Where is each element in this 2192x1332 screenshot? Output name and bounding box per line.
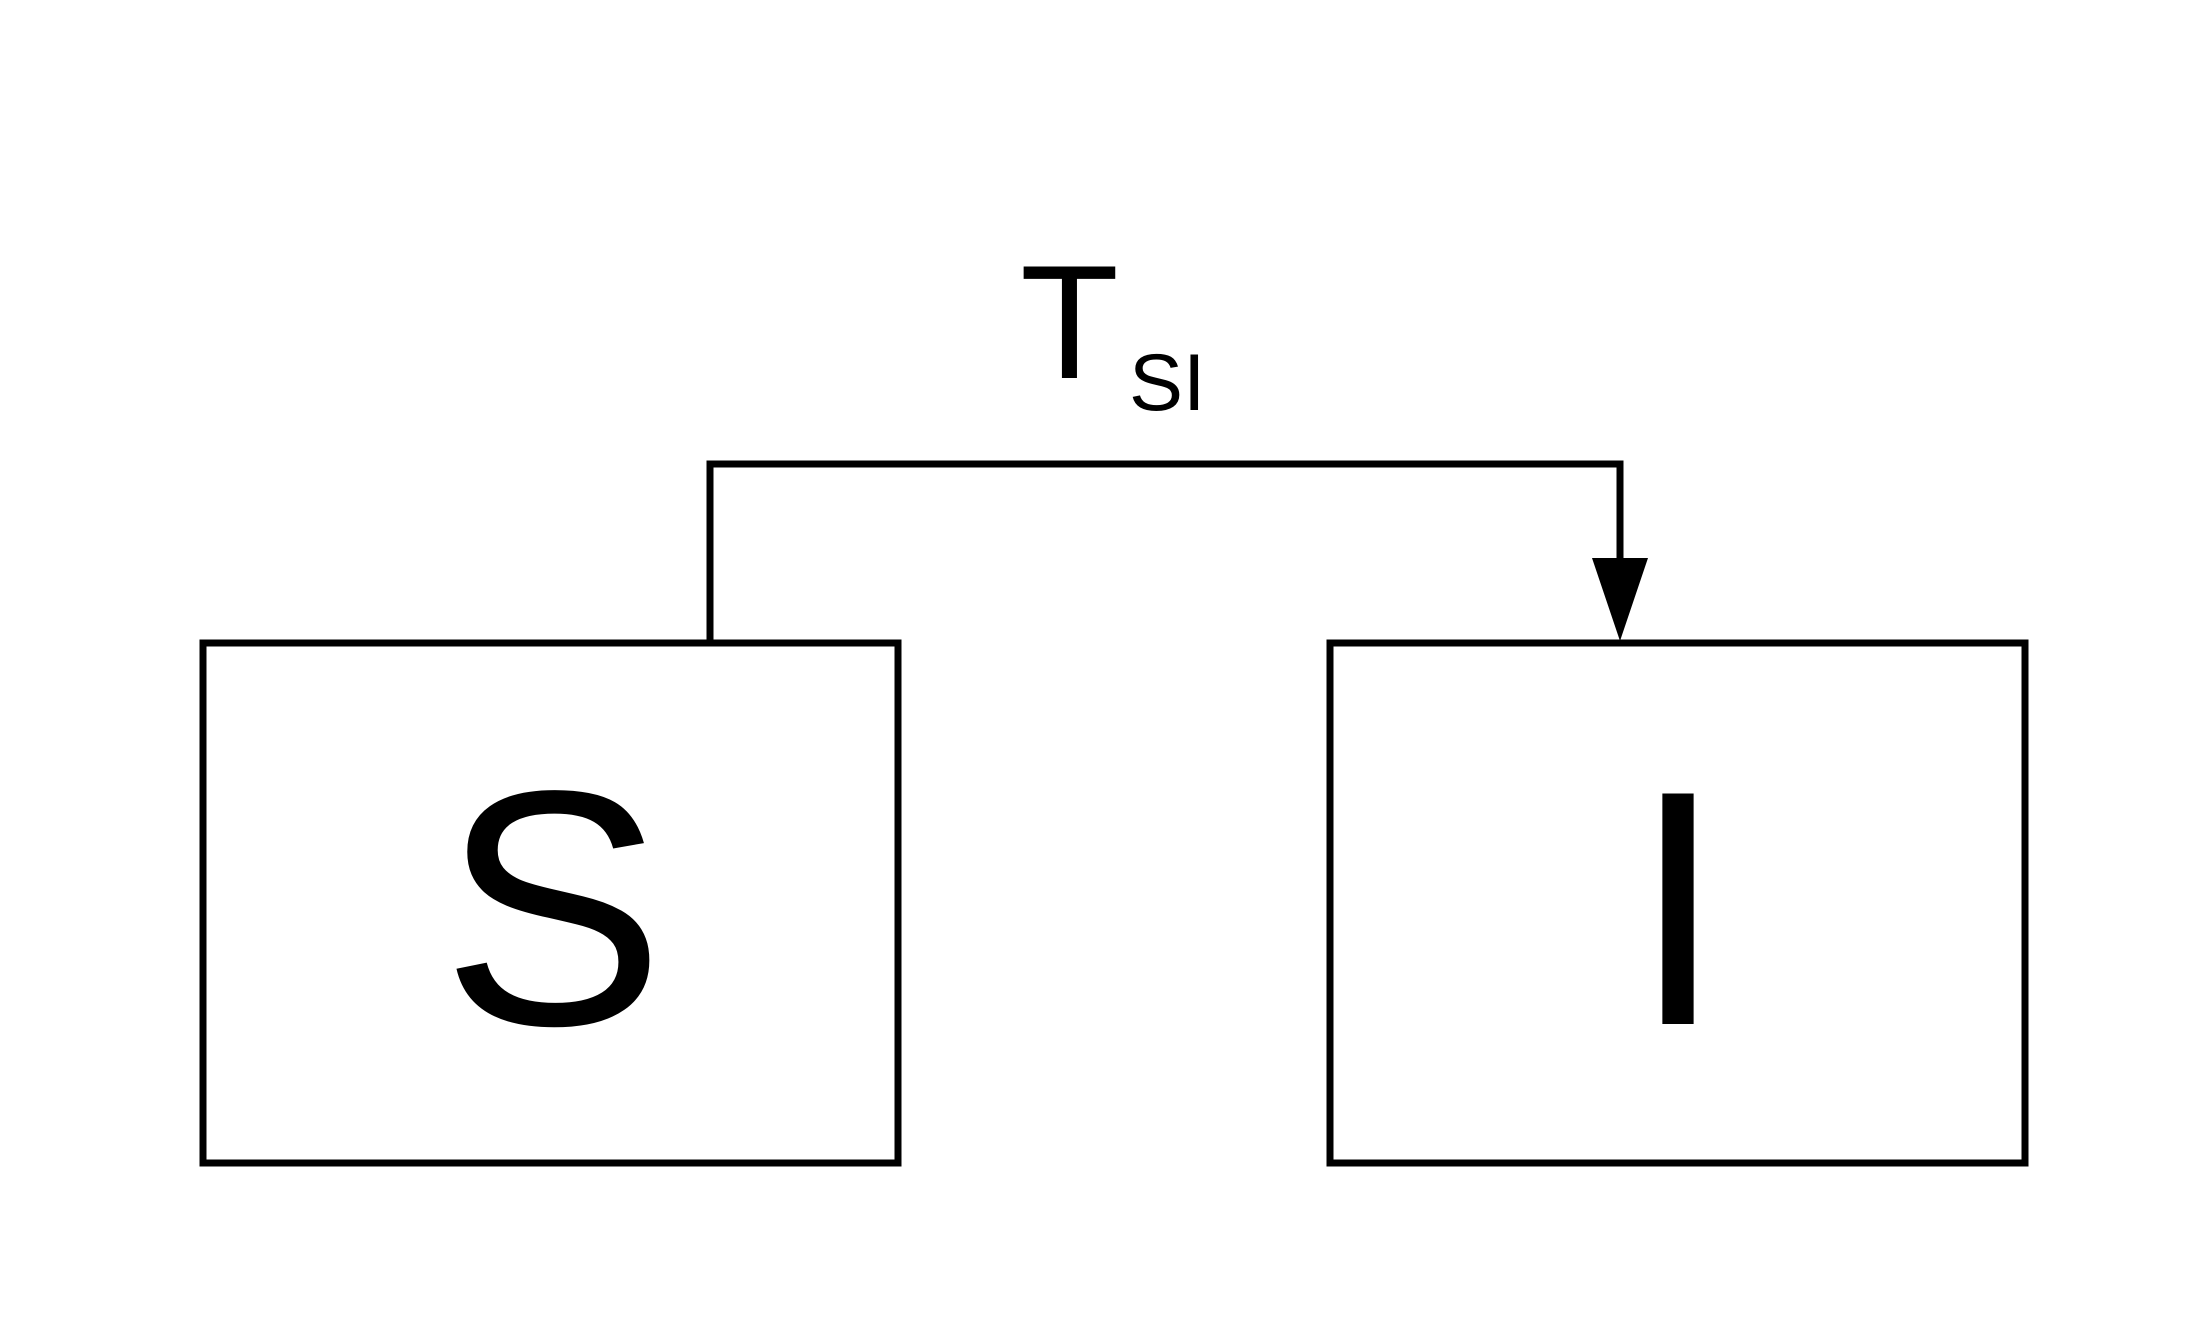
compartment-s-label: S: [441, 721, 664, 1095]
compartment-i-box: [1326, 639, 2029, 1167]
arrowhead-icon: [1592, 558, 1648, 641]
transition-connector-line: [706, 460, 1624, 641]
compartment-s: S: [199, 639, 902, 1167]
transition-label-main: T: [1020, 232, 1119, 413]
transition-edge-s-to-i: [706, 460, 1648, 641]
compartment-s-box: [199, 639, 902, 1167]
compartment-i-label: I: [1631, 721, 1724, 1095]
transition-label-subscript: SI: [1129, 338, 1206, 428]
compartment-i: I: [1326, 639, 2029, 1167]
